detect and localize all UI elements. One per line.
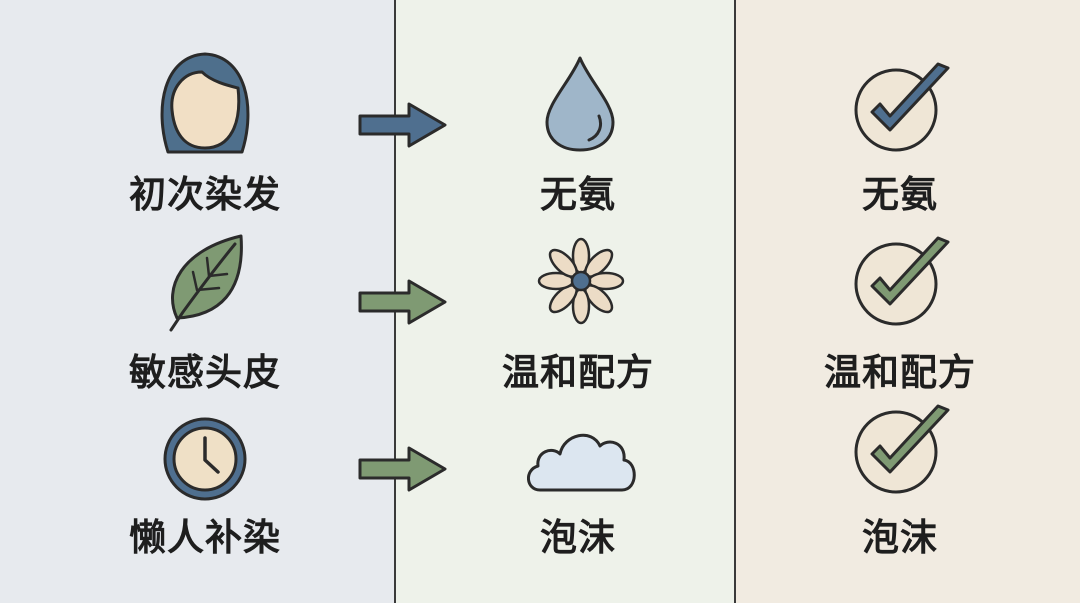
leaf-icon (169, 234, 243, 332)
clock-icon (163, 417, 247, 501)
benefit-label: 泡沫 (862, 516, 938, 559)
check-circle-icon (854, 62, 950, 152)
solution-label: 泡沫 (540, 516, 616, 559)
solution-label: 温和配方 (502, 351, 654, 394)
problem-label: 懒人补染 (129, 516, 281, 559)
benefit-label: 温和配方 (824, 351, 976, 394)
benefit-label: 无氨 (862, 173, 938, 216)
solution-label: 无氨 (540, 173, 616, 216)
arrow-right-icon (358, 446, 447, 492)
problem-label: 初次染发 (129, 173, 281, 216)
flower-icon (537, 237, 625, 325)
check-circle-icon (854, 236, 950, 326)
arrow-right-icon (358, 102, 447, 148)
panel-divider (734, 0, 736, 603)
check-circle-icon (854, 404, 950, 494)
cloud-foam-icon (527, 433, 636, 492)
problem-label: 敏感头皮 (129, 351, 281, 394)
arrow-right-icon (358, 279, 447, 325)
woman-face-icon (160, 52, 250, 154)
water-drop-icon (545, 56, 615, 152)
